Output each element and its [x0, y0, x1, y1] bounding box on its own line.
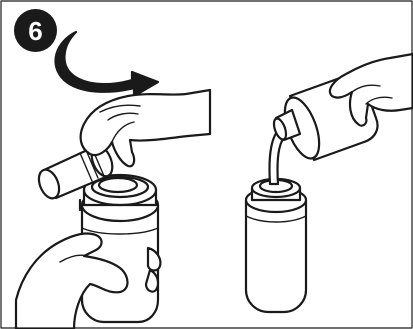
step-number: 6	[28, 18, 42, 44]
rotate-counterclockwise-arrow-icon	[55, 32, 158, 96]
step-number-badge: 6	[14, 9, 57, 52]
hand-upper-left	[81, 90, 210, 166]
bottle-right	[246, 179, 306, 312]
